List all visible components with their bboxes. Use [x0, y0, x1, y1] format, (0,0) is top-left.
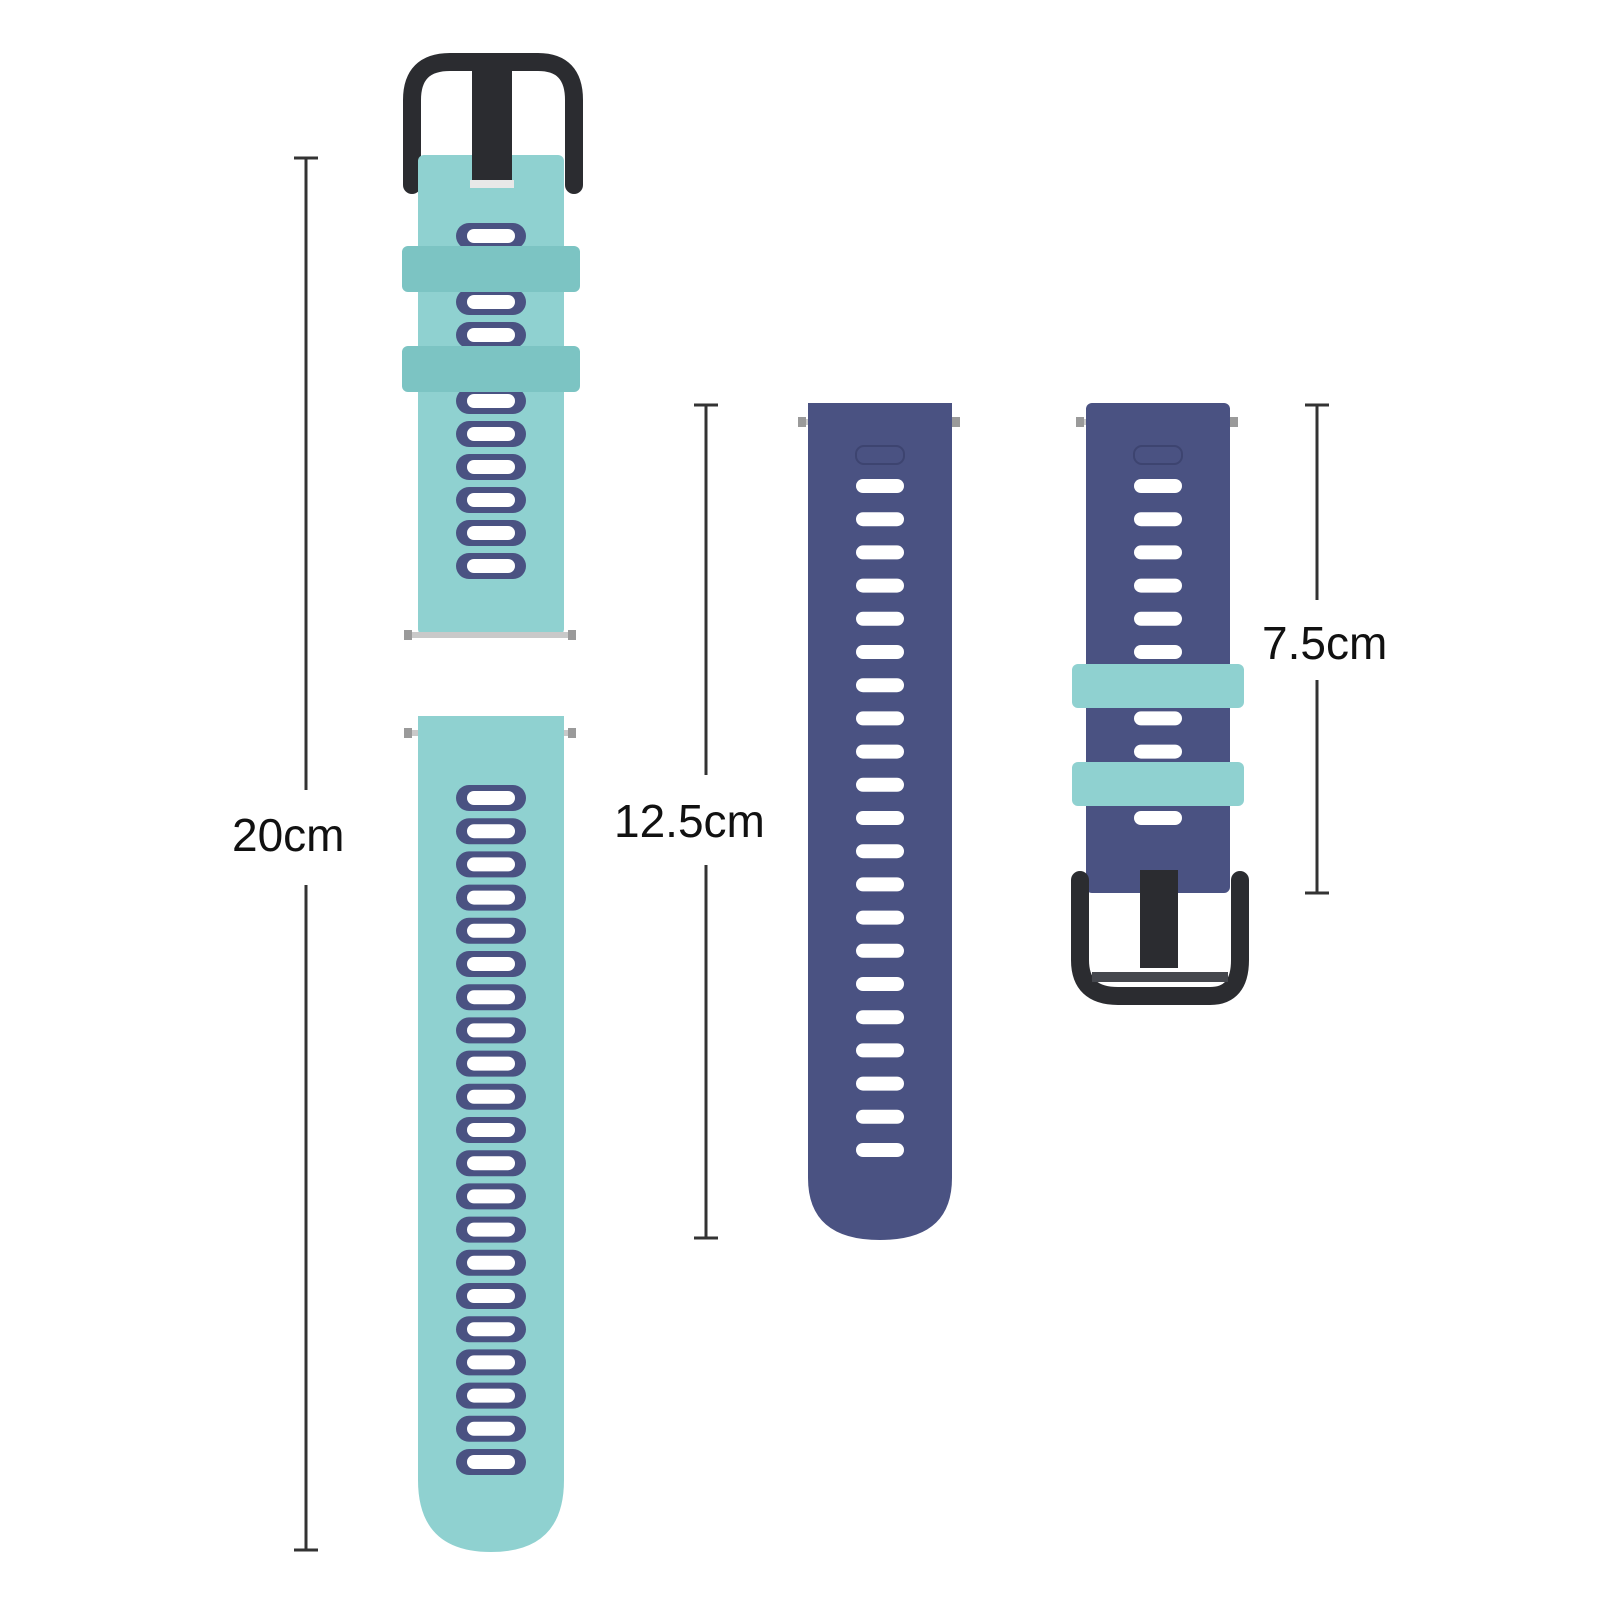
- navy-long-strap: [798, 403, 960, 1240]
- strap-hole: [467, 923, 515, 938]
- strap-hole: [856, 678, 904, 693]
- strap-hole: [467, 1056, 515, 1071]
- strap-hole: [467, 1222, 515, 1237]
- strap-hole: [467, 1123, 515, 1137]
- short-strap-length-label: 7.5cm: [1262, 616, 1388, 670]
- strap-hole: [467, 526, 515, 540]
- strap-hole: [467, 791, 515, 805]
- strap-hole: [856, 1143, 904, 1157]
- strap-hole: [856, 1076, 904, 1091]
- teal-hole-strap: [404, 716, 576, 1552]
- strap-hole: [1134, 711, 1182, 726]
- dimension-line-12-5cm: [694, 403, 718, 1240]
- buckle-icon: [403, 53, 583, 194]
- strap-hole: [856, 1010, 904, 1025]
- keeper-loop: [402, 246, 580, 292]
- total-length-label: 20cm: [232, 808, 345, 862]
- strap-hole: [856, 711, 904, 726]
- strap-hole: [1134, 512, 1182, 527]
- strap-hole: [467, 394, 515, 408]
- strap-hole: [467, 1023, 515, 1038]
- strap-hole: [856, 578, 904, 593]
- buckle-tongue-icon: [1140, 870, 1178, 968]
- strap-hole: [467, 1322, 515, 1337]
- strap-hole: [467, 1388, 515, 1403]
- strap-hole: [467, 1255, 515, 1270]
- strap-hole: [856, 777, 904, 792]
- strap-hole: [467, 493, 515, 507]
- strap-hole: [856, 512, 904, 527]
- strap-hole: [856, 1043, 904, 1058]
- strap-hole: [467, 957, 515, 971]
- strap-hole: [467, 1455, 515, 1469]
- strap-hole: [1134, 611, 1182, 626]
- keeper-loop: [1072, 762, 1244, 806]
- teal-buckle-strap: [402, 53, 583, 640]
- strap-hole: [467, 1156, 515, 1171]
- keeper-loop: [402, 346, 580, 392]
- dimension-line-20cm: [294, 156, 318, 1552]
- buckle-icon: [1071, 871, 1249, 1005]
- strap-hole: [467, 890, 515, 905]
- strap-hole: [1134, 479, 1182, 493]
- strap-hole: [467, 229, 515, 243]
- strap-hole: [467, 559, 515, 573]
- strap-hole: [856, 811, 904, 825]
- strap-hole: [856, 844, 904, 859]
- dimension-line-7-5cm: [1305, 403, 1329, 895]
- strap-hole: [856, 611, 904, 626]
- strap-hole: [1134, 645, 1182, 659]
- strap-hole: [467, 990, 515, 1005]
- strap-hole: [467, 460, 515, 474]
- strap-hole: [467, 427, 515, 441]
- strap-hole: [1134, 578, 1182, 593]
- long-strap-length-label: 12.5cm: [614, 794, 765, 848]
- strap-hole: [856, 977, 904, 991]
- strap-hole: [856, 545, 904, 560]
- navy-short-strap: [1071, 403, 1249, 1005]
- strap-hole: [467, 824, 515, 839]
- strap-hole: [856, 1109, 904, 1124]
- spring-bar-icon: [404, 630, 576, 640]
- strap-hole: [856, 744, 904, 759]
- strap-hole: [856, 479, 904, 493]
- strap-hole: [856, 645, 904, 659]
- strap-hole: [1134, 811, 1182, 825]
- size-emboss: [855, 445, 905, 465]
- strap-hole: [467, 1421, 515, 1436]
- strap-hole: [1134, 545, 1182, 560]
- strap-hole: [1134, 744, 1182, 759]
- strap-hole: [467, 1089, 515, 1104]
- size-emboss: [1133, 445, 1183, 465]
- strap-hole: [467, 328, 515, 342]
- strap-hole: [856, 910, 904, 925]
- strap-hole: [467, 1189, 515, 1204]
- strap-hole: [856, 943, 904, 958]
- strap-hole: [856, 877, 904, 892]
- strap-hole: [467, 1289, 515, 1303]
- strap-hole: [467, 857, 515, 872]
- keeper-loop: [1072, 664, 1244, 708]
- buckle-tongue-icon: [472, 68, 512, 188]
- strap-hole: [467, 295, 515, 309]
- strap-hole: [467, 1355, 515, 1370]
